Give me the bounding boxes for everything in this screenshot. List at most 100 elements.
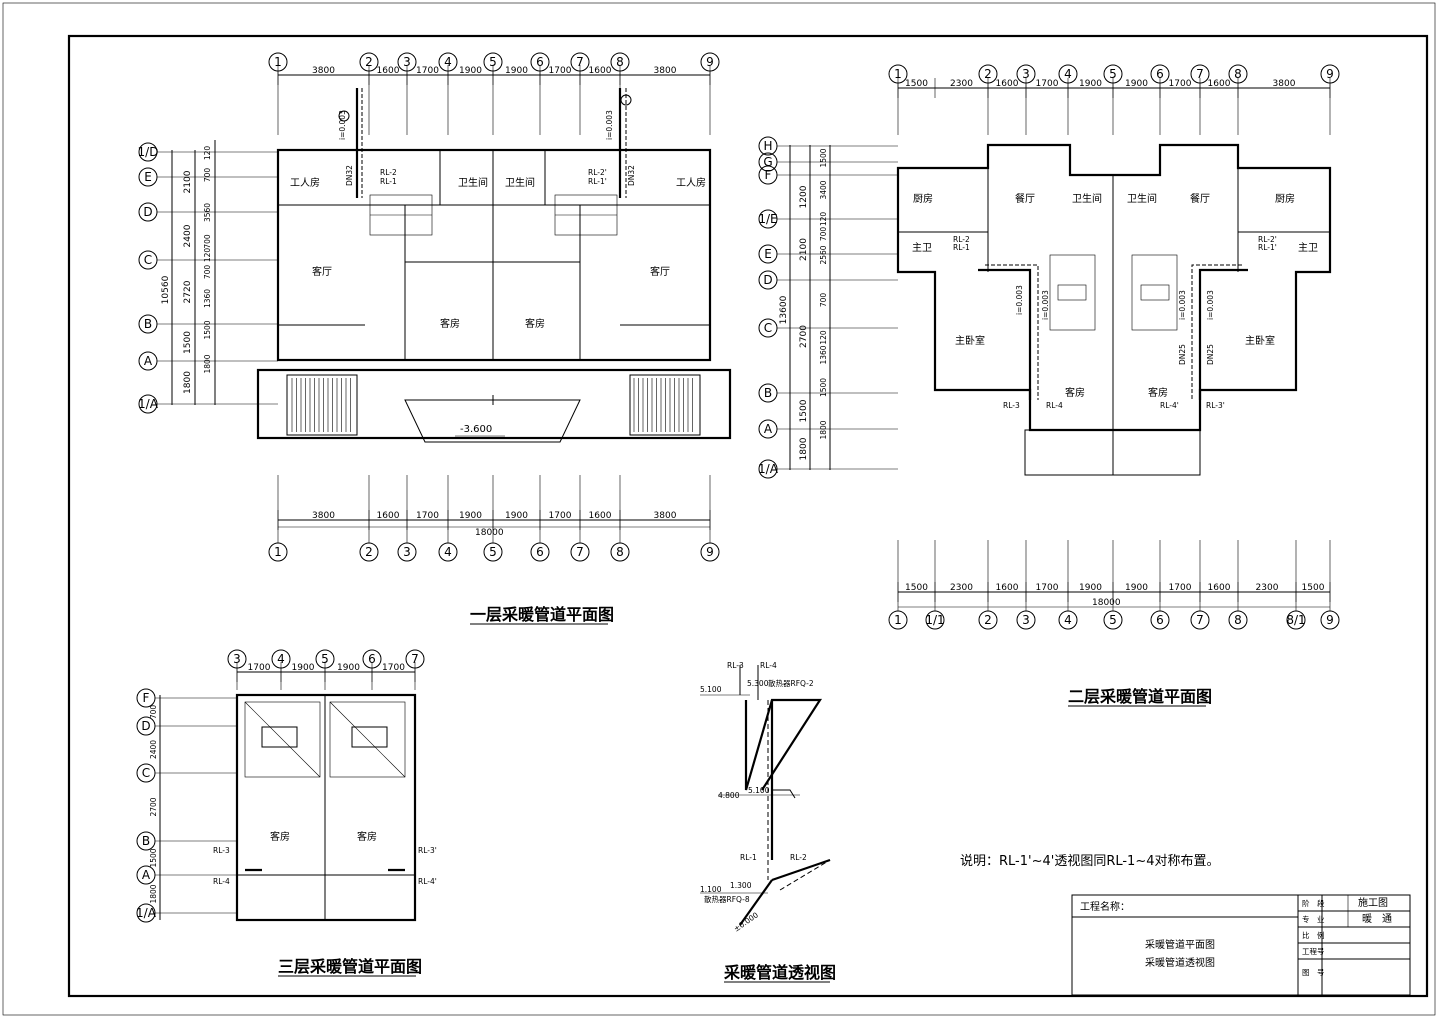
axis-bubble-label: C [764,321,772,335]
iso-title: 采暖管道透视图 [723,963,836,982]
dim-text: 1800 [149,884,158,903]
svg-text:客房: 客房 [1065,386,1085,399]
dim-text: 700 [203,234,212,249]
svg-text:RL-2': RL-2' [588,168,607,177]
dim-text: 1600 [996,79,1019,89]
dim-text: 3800 [312,66,335,76]
svg-text:1.300: 1.300 [730,881,752,890]
axis-bubble-label: 9 [706,55,714,69]
svg-text:客房: 客房 [270,830,290,843]
dim-text: 1800 [799,437,809,460]
axis-bubble-label: 1 [894,613,902,627]
dim-text: 3400 [819,180,828,199]
axis-bubble-label: 8 [616,55,624,69]
dim-text: 1900 [505,511,528,521]
axis-bubble-label: G [763,155,772,169]
axis-bubble-label: 1/E [758,212,777,226]
dim-text: 2300 [950,583,973,593]
axis-bubble-label: D [143,205,152,219]
svg-text:客房: 客房 [357,830,377,843]
axis-bubble-label: E [764,247,772,261]
axis-bubble-label: 5 [1109,613,1117,627]
dim-text: 1500 [905,583,928,593]
axis-bubble-label: 3 [1022,67,1030,81]
plan1-total-dim: 18000 [475,528,504,538]
dim-text: 13600 [779,295,789,324]
dim-text: 1700 [382,663,405,673]
axis-bubble-label: D [141,719,150,733]
dim-text: 1360 [203,289,212,308]
axis-bubble-label: 7 [1196,613,1204,627]
dim-text: 1800 [183,371,193,394]
svg-text:主卫: 主卫 [912,242,932,254]
dim-text: 2400 [149,740,158,759]
axis-bubble-label: 6 [536,545,544,559]
dim-text: 1900 [1125,79,1148,89]
svg-text:卫生间: 卫生间 [1072,192,1102,205]
iso-group: RL-3 RL-4 5.300 5.100 散热器RFQ-2 4.800 5.1… [700,661,836,983]
dim-text: 120 [203,146,212,161]
svg-text:厨房: 厨房 [913,192,933,205]
svg-text:主卧室: 主卧室 [1245,334,1275,347]
svg-text:图 号: 图 号 [1302,968,1325,977]
axis-bubble-label: 4 [444,545,452,559]
axis-bubble-label: 3 [403,545,411,559]
svg-text:客厅: 客厅 [312,265,332,278]
dim-text: 1500 [905,79,928,89]
svg-text:卫生间: 卫生间 [1127,192,1157,205]
svg-text:客房: 客房 [440,317,460,330]
plan1-title: 一层采暖管道平面图 [470,605,614,624]
axis-bubble-label: 2 [365,545,373,559]
dim-text: 1700 [1036,79,1059,89]
dim-text: 1500 [819,378,828,397]
axis-bubble-label: 7 [411,652,419,666]
dim-text: 1500 [149,848,158,867]
dim-text: 1360 [819,345,828,364]
axis-bubble-label: 7 [576,55,584,69]
axis-bubble-label: H [763,139,772,153]
dim-text: 1600 [377,66,400,76]
axis-bubble-label: 6 [368,652,376,666]
axis-bubble-label: B [764,386,772,400]
dim-text: 2400 [183,224,193,247]
svg-text:i=0.003: i=0.003 [1041,290,1050,320]
svg-text:卫生间: 卫生间 [458,176,488,189]
axis-bubble-label: 5 [489,545,497,559]
svg-text:4.800: 4.800 [718,791,740,800]
axis-bubble-label: 8/1 [1286,613,1305,627]
dim-text: 1700 [1169,79,1192,89]
drawing-note: 说明：RL-1'~4'透视图同RL-1~4对称布置。 [960,854,1220,869]
frame-border [67,34,1429,998]
svg-text:RL-3': RL-3' [418,846,437,855]
dim-text: 1600 [589,66,612,76]
svg-text:DN25: DN25 [1178,344,1187,365]
axis-bubble-label: E [144,170,152,184]
dim-text: 10560 [161,275,171,304]
dim-text: 1900 [1079,79,1102,89]
axis-bubble-label: 1/A [758,462,779,476]
axis-bubble-label: 3 [1022,613,1030,627]
dim-text: 1700 [1036,583,1059,593]
axis-bubble-label: 7 [576,545,584,559]
axis-bubble-label: 2 [984,613,992,627]
svg-text:i=0.003: i=0.003 [1178,290,1187,320]
svg-text:散热器RFQ-2: 散热器RFQ-2 [768,678,814,688]
dim-text: 1800 [819,420,828,439]
dim-text: 1900 [1125,583,1148,593]
svg-text:工程号: 工程号 [1302,947,1325,956]
dim-text: 1500 [819,148,828,167]
svg-text:阶 段: 阶 段 [1302,898,1325,908]
svg-text:RL-4: RL-4 [213,877,230,886]
dim-text: 1600 [1208,79,1231,89]
axis-bubble-label: 4 [1064,67,1072,81]
svg-text:专 业: 专 业 [1302,914,1325,924]
dim-text: 2720 [183,280,193,303]
dim-text: 1500 [183,331,193,354]
axis-bubble-label: 1 [894,67,902,81]
dim-text: 1500 [1302,583,1325,593]
axis-bubble-label: 6 [1156,613,1164,627]
plan1-outline [276,148,712,362]
